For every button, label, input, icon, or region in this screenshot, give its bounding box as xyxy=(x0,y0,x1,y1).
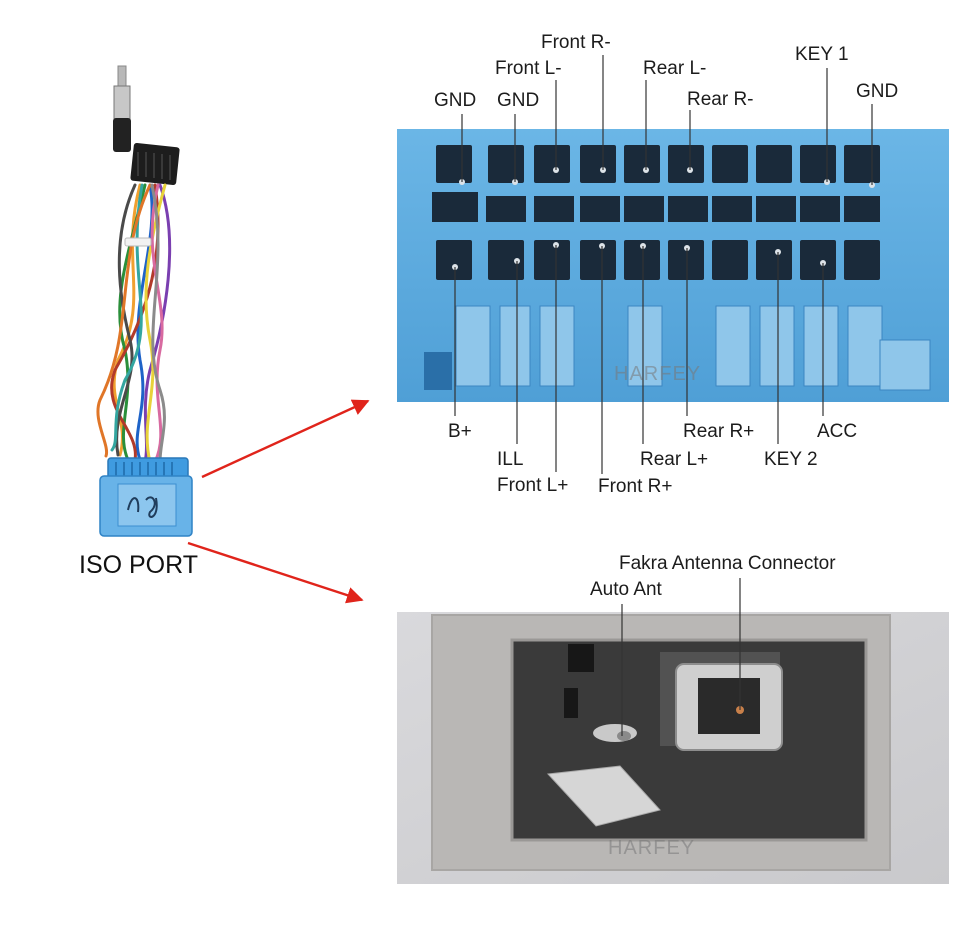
pin-label-gnd-3: GND xyxy=(856,81,899,102)
wire-harness-illustration xyxy=(96,65,193,537)
pin-label-rear-l-plus: Rear L+ xyxy=(640,449,709,470)
pin-label-ill: ILL xyxy=(497,449,524,470)
pin-label-rear-r-minus: Rear R- xyxy=(687,89,754,110)
pin-label-gnd-1: GND xyxy=(434,90,477,111)
pin-label-front-l-minus: Front L- xyxy=(495,58,562,79)
watermark-top: HARFEY xyxy=(614,363,702,385)
pin-label-front-l-plus: Front L+ xyxy=(497,475,569,496)
iso-port-label: ISO PORT xyxy=(79,551,199,579)
pin-label-key-1: KEY 1 xyxy=(795,44,849,65)
pin-label-rear-r-plus: Rear R+ xyxy=(683,421,755,442)
pin-label-acc: ACC xyxy=(817,421,858,442)
fakra-connector-photo xyxy=(397,612,949,884)
bottom-pin-leader-lines xyxy=(454,245,824,474)
pin-label-b-plus: B+ xyxy=(448,421,472,442)
pin-label-front-r-minus: Front R- xyxy=(541,32,611,53)
pin-label-front-r-plus: Front R+ xyxy=(598,476,673,497)
arrow-to-iso-connector xyxy=(201,399,370,479)
iso-connector-photo xyxy=(397,129,949,402)
arrow-to-fakra-connector xyxy=(187,541,364,604)
antenna-leader-lines xyxy=(621,578,741,736)
label-auto-ant: Auto Ant xyxy=(590,579,662,600)
pin-label-rear-l-minus: Rear L- xyxy=(643,58,707,79)
label-fakra-antenna-connector: Fakra Antenna Connector xyxy=(619,553,836,574)
pin-label-gnd-2: GND xyxy=(497,90,540,111)
top-pin-leader-lines xyxy=(461,55,873,185)
watermark-bottom: HARFEY xyxy=(608,837,696,859)
pin-label-key-2: KEY 2 xyxy=(764,449,818,470)
